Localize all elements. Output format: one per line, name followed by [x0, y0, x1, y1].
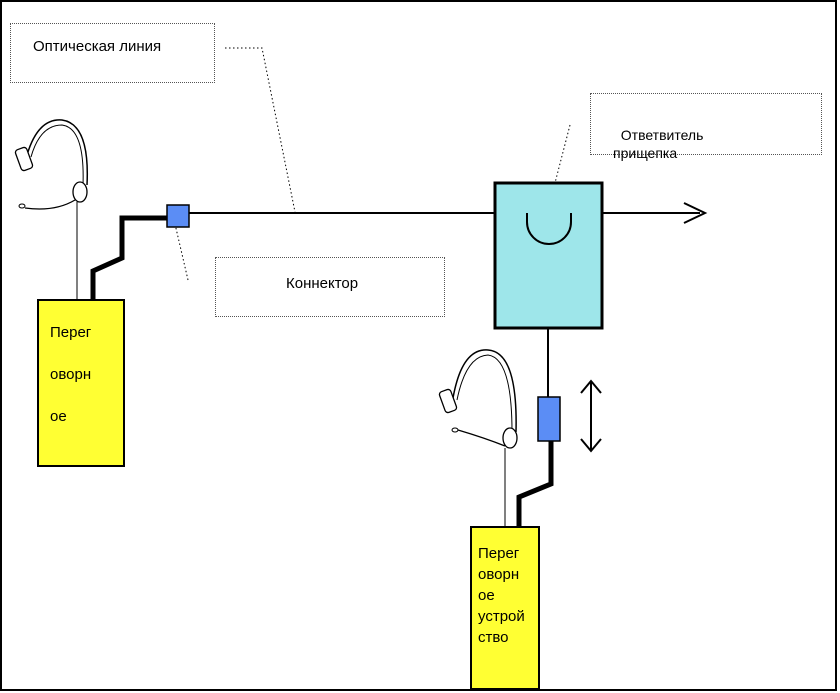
intercom-left-label: Перег оворн ое [50, 324, 92, 425]
intercom-right [470, 526, 540, 690]
intercom-right-label: Перег оворн ое устрой ство [478, 545, 525, 646]
intercom-left [37, 299, 125, 467]
connector-leader [174, 223, 189, 281]
tap-clip-loop [526, 213, 572, 245]
tap-clip-label: Ответвитель прищепка [613, 127, 704, 161]
optical-line-leader [225, 47, 296, 213]
connector-block [166, 204, 190, 228]
right-cable [516, 441, 554, 527]
connector-callout: Коннектор [215, 257, 445, 317]
left-cable [90, 215, 170, 300]
headset-icon [438, 349, 518, 527]
connector-label: Коннектор [286, 275, 359, 292]
tap-clip-body [493, 181, 604, 330]
tap-clip-callout: Ответвитель прищепка [590, 93, 822, 161]
optical-line-label: Оптическая линия [33, 38, 162, 55]
optical-line-callout: Оптическая линия [10, 23, 215, 83]
tap-clip-leader [554, 124, 571, 184]
arrow-right-icon [683, 202, 708, 224]
connector-block-right [537, 396, 561, 442]
headset-icon [14, 119, 89, 300]
double-arrow-vertical-icon [580, 379, 602, 453]
